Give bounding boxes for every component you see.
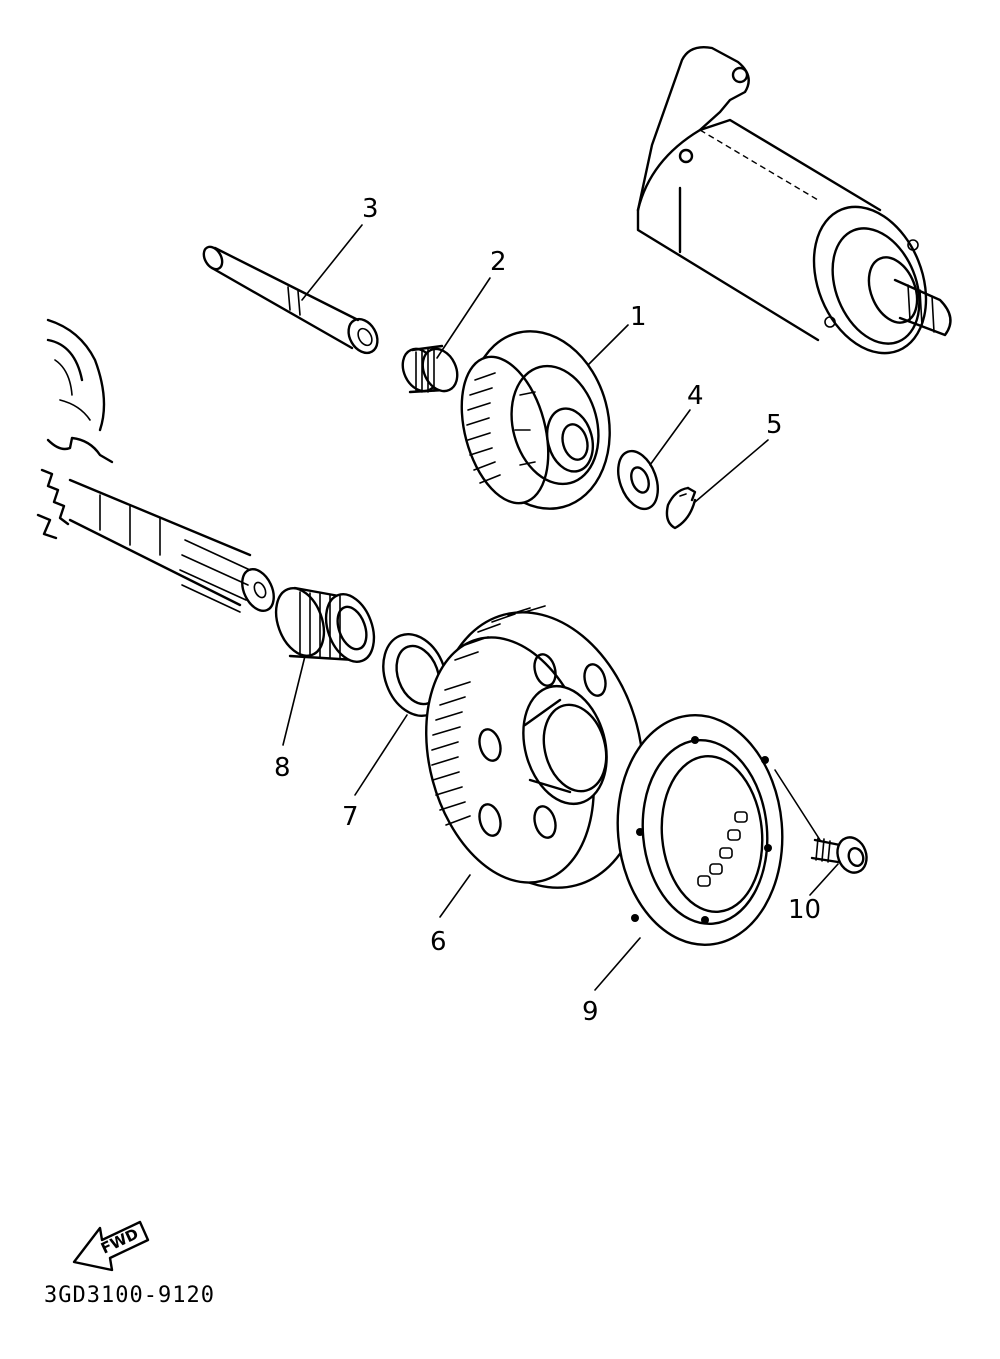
leader-8	[282, 655, 306, 746]
callout-3: 3	[362, 194, 379, 224]
callout-10: 10	[788, 895, 821, 925]
leader-2	[436, 277, 491, 359]
callout-8: 8	[274, 753, 291, 783]
part-5-circlip	[665, 486, 697, 530]
callout-9: 9	[582, 997, 599, 1027]
part-6-starter-wheel-gear	[425, 605, 645, 889]
part-1-idler-gear	[460, 330, 611, 510]
callout-4: 4	[687, 381, 704, 411]
part-2-needle-bearing	[401, 344, 459, 394]
leader-10b	[774, 769, 821, 841]
part-10-bolt	[810, 836, 868, 874]
forward-arrow-icon: FWD	[72, 1220, 150, 1272]
callout-6: 6	[430, 927, 447, 957]
callout-labels: 1 2 3 4 5 6 7 8 9 10	[274, 194, 821, 1027]
leader-3	[301, 224, 363, 301]
part-8-needle-bearing	[274, 586, 376, 663]
leader-lines	[282, 224, 839, 991]
part-3-shaft	[202, 245, 379, 355]
leader-6	[439, 874, 471, 918]
drawing-code: 3GD3100-9120	[44, 1283, 215, 1308]
crankshaft	[36, 318, 275, 613]
leader-5	[694, 439, 769, 503]
starter-motor	[636, 46, 952, 355]
leader-7	[354, 714, 408, 796]
callout-5: 5	[766, 410, 783, 440]
leader-9	[594, 937, 641, 991]
callout-7: 7	[342, 802, 359, 832]
leader-4	[649, 409, 691, 466]
part-4-washer	[617, 449, 659, 511]
leader-10	[809, 863, 839, 896]
part-9-one-way-clutch	[616, 714, 784, 946]
callout-1: 1	[630, 302, 647, 332]
leader-1	[587, 324, 629, 366]
callout-2: 2	[490, 247, 507, 277]
